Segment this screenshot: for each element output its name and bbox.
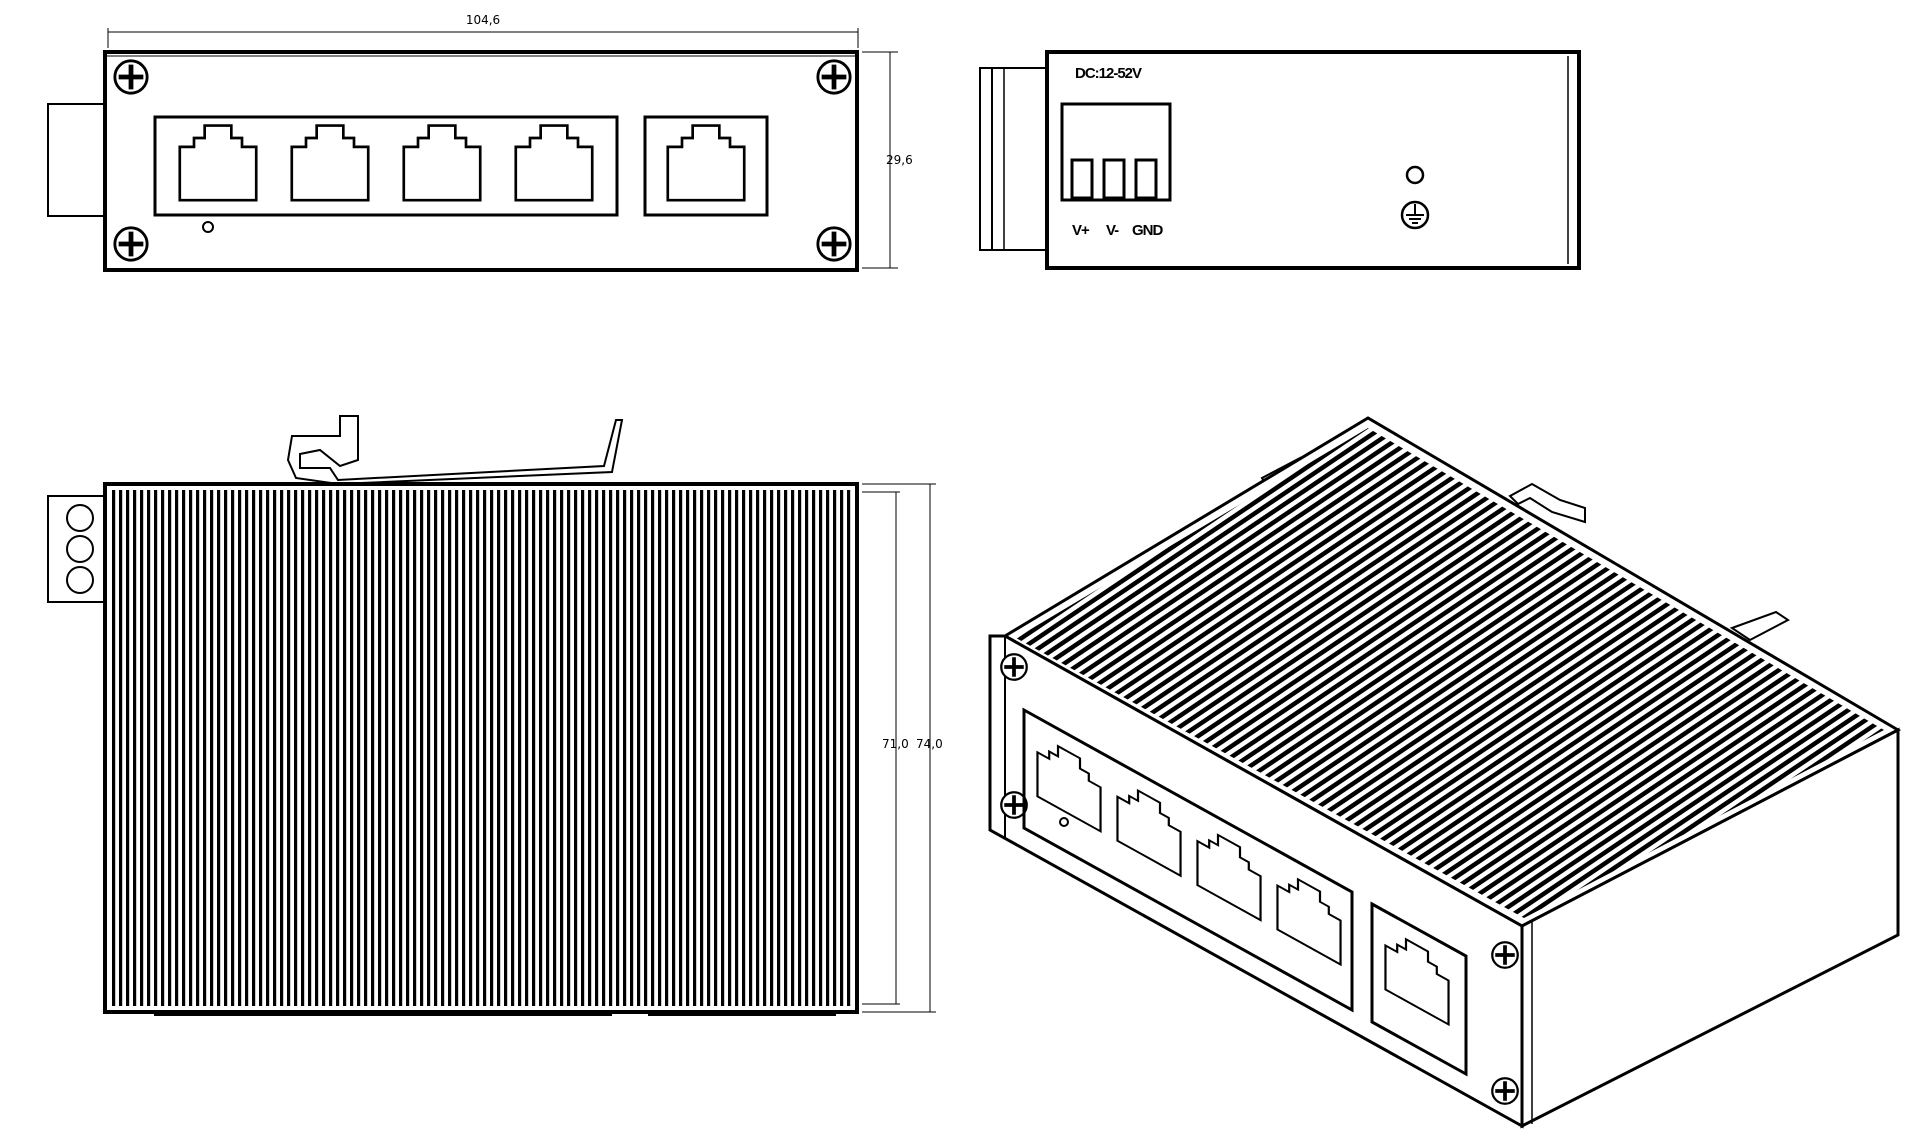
- side-view: DC:12-52V V+ V- GND: [979, 50, 1581, 270]
- voltage-label: DC:12-52V: [1075, 65, 1142, 82]
- terminal-vplus: V+: [1072, 222, 1090, 239]
- top-view: 71,0 74,0: [47, 415, 943, 1016]
- led-icon: [1405, 165, 1425, 185]
- dim-depth-outer: 74,0: [916, 737, 943, 751]
- screw-icon: [115, 228, 147, 260]
- dim-height: 29,6: [886, 153, 913, 167]
- led-icon: [1059, 817, 1069, 827]
- screw-icon: [1490, 1076, 1520, 1106]
- terminal-gnd: GND: [1132, 222, 1164, 239]
- ground-icon: [1400, 200, 1430, 230]
- dim-depth-inner: 71,0: [882, 737, 909, 751]
- screw-icon: [1490, 940, 1520, 970]
- screw-icon: [818, 61, 850, 93]
- screw-icon: [818, 228, 850, 260]
- led-icon: [202, 221, 214, 233]
- screw-icon: [115, 61, 147, 93]
- front-view: 104,6 29,6: [47, 13, 913, 272]
- screw-icon: [999, 652, 1029, 682]
- isometric-view: [988, 416, 1902, 1129]
- terminal-vminus: V-: [1106, 222, 1119, 239]
- dim-width: 104,6: [466, 13, 500, 27]
